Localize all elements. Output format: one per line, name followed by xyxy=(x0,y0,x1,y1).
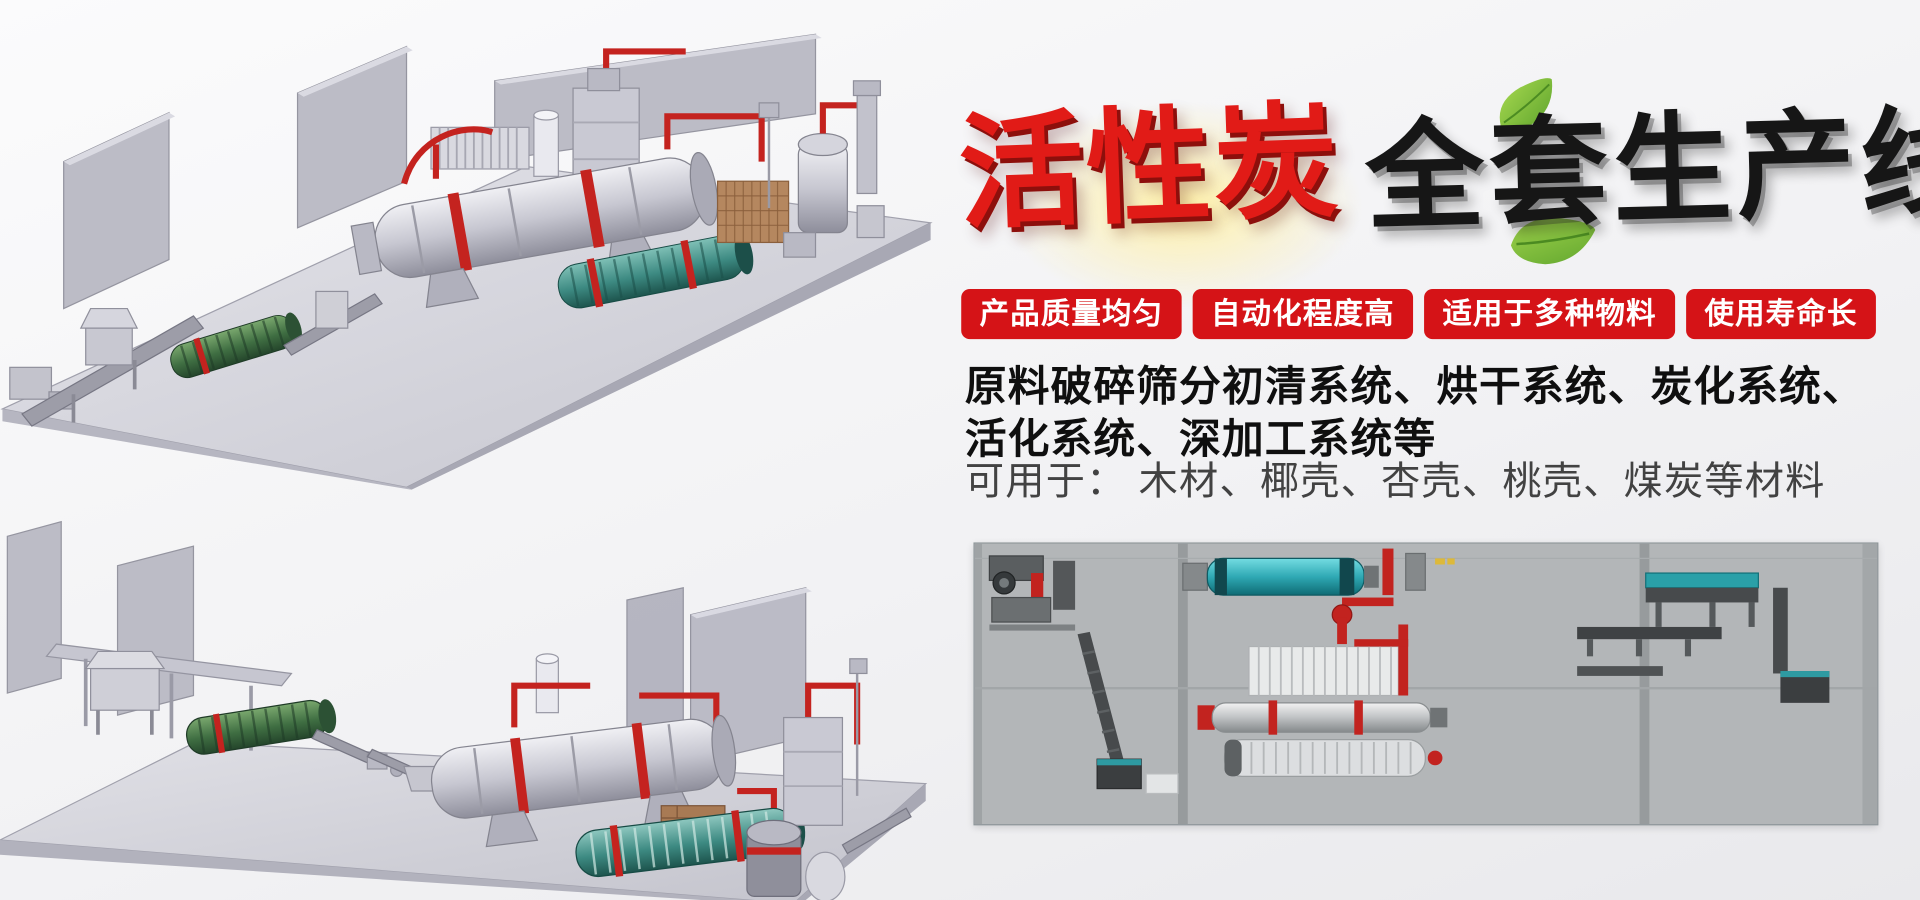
render-bottom-production-line xyxy=(0,520,928,900)
feature-badges: 产品质量均匀 自动化程度高 适用于多种物料 使用寿命长 xyxy=(961,288,1876,340)
wall-panels-top xyxy=(63,33,822,310)
diagram-incline-conveyor xyxy=(1077,631,1179,795)
rotary-dryer-drum-b xyxy=(430,714,737,848)
diagram-right-conveyors xyxy=(1577,572,1830,703)
systems-line-1: 原料破碎筛分初清系统、烘干系统、炭化系统、 xyxy=(964,363,1865,411)
floor-joints xyxy=(974,543,1878,825)
layout-diagram-panel xyxy=(973,542,1879,826)
carbonization-furnace xyxy=(758,80,885,258)
green-rotary-drum xyxy=(170,312,302,379)
teal-cooler-drum xyxy=(557,233,754,309)
systems-line-2: 活化系统、深加工系统等 xyxy=(964,416,1437,463)
systems-description: 原料破碎筛分初清系统、烘干系统、炭化系统、 活化系统、深加工系统等 xyxy=(965,361,1865,466)
green-screening-drum xyxy=(185,699,337,755)
title-black-text: 全套生产线 xyxy=(1364,91,1920,247)
badge-long-life: 使用寿命长 xyxy=(1686,288,1876,340)
badge-high-automation: 自动化程度高 xyxy=(1192,288,1414,340)
feeder-machine xyxy=(84,650,166,735)
diagram-rotary-cylinder-a xyxy=(1197,700,1448,735)
crusher-hopper xyxy=(79,307,139,366)
leaf-icon xyxy=(1501,201,1603,288)
infeed-conveyor xyxy=(9,315,205,427)
mid-conveyor xyxy=(283,290,383,356)
furnace-cluster xyxy=(746,658,912,900)
layout-diagram xyxy=(974,543,1878,825)
render-top-production-line xyxy=(0,33,933,490)
badge-uniform-quality: 产品质量均匀 xyxy=(961,288,1182,340)
banner-title: 活性炭 全套生产线 xyxy=(956,78,1920,265)
rotary-dryer-drum xyxy=(350,151,719,309)
title-red-text: 活性炭 xyxy=(956,87,1344,248)
diagram-feeder-cluster xyxy=(988,555,1076,631)
diagram-teal-dryer xyxy=(1182,548,1455,645)
diagram-rotary-cylinder-b xyxy=(1223,738,1443,777)
badge-multi-material: 适用于多种物料 xyxy=(1424,288,1676,340)
white-tank xyxy=(533,109,559,177)
materials-line: 可用于： 木材、椰壳、杏壳、桃壳、煤炭等材料 xyxy=(964,459,1826,504)
diagram-plate-settler xyxy=(1248,624,1409,697)
leaf-icon xyxy=(1486,71,1571,145)
heat-exchanger-grid xyxy=(716,180,790,244)
